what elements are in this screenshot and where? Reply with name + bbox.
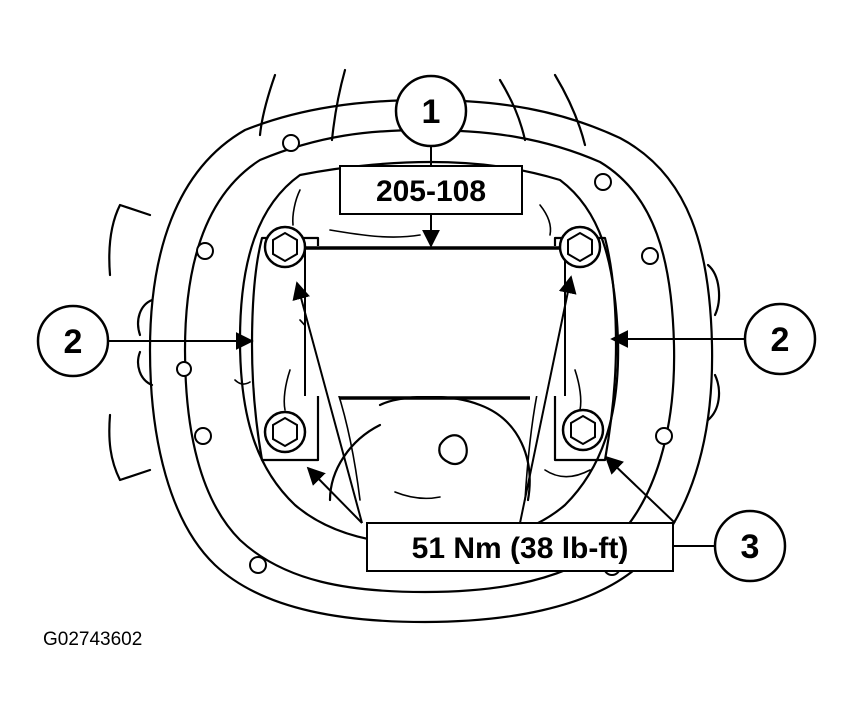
callout-1-number: 1 [422, 93, 441, 131]
callout-2-right: 2 [743, 302, 817, 376]
callout-2-right-number: 2 [771, 321, 790, 359]
spreader-tool-205-108 [304, 246, 566, 400]
bearing-cap-bolt-lower-left [263, 410, 307, 454]
figure-id: G02743602 [43, 629, 142, 650]
bearing-cap-bolt-upper-left [263, 225, 307, 269]
tool-number-label: 205-108 [339, 165, 523, 215]
callout-3: 3 [713, 509, 787, 583]
callout-3-number: 3 [741, 528, 760, 566]
torque-spec-text: 51 Nm (38 lb-ft) [412, 532, 629, 565]
callout-2-left-number: 2 [64, 323, 83, 361]
callout-1: 1 [394, 74, 468, 148]
torque-spec-label: 51 Nm (38 lb-ft) [366, 522, 674, 572]
bearing-cap-bolt-lower-right [561, 408, 605, 452]
tool-number-text: 205-108 [376, 175, 486, 208]
callout-2-left: 2 [36, 304, 110, 378]
torque-arrows [292, 275, 676, 524]
bearing-cap-bolt-upper-right [558, 225, 602, 269]
